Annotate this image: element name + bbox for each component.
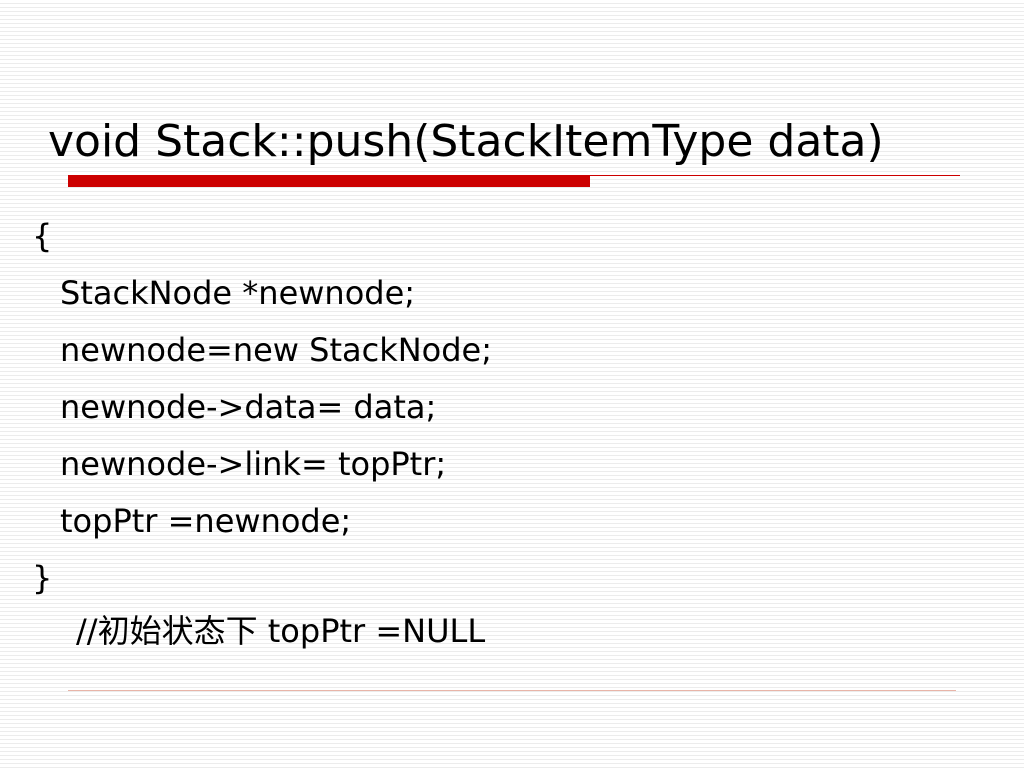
title-underline-thin: [590, 175, 960, 176]
code-line-assign-data: newnode->data= data;: [60, 388, 437, 426]
code-line-declare-newnode: StackNode *newnode;: [60, 274, 416, 312]
slide-title: void Stack::push(StackItemType data): [48, 116, 884, 167]
code-block: { StackNode *newnode; newnode=new StackN…: [30, 208, 930, 607]
comment-line: //初始状态下 topPtr =NULL: [76, 603, 485, 660]
title-underline-thick: [68, 175, 590, 187]
comment-code-text: topPtr =NULL: [257, 612, 486, 650]
code-line-open-brace: {: [32, 217, 53, 255]
comment-cjk-text: 初始状态下: [97, 612, 258, 650]
code-line-assign-link: newnode->link= topPtr;: [60, 445, 447, 483]
code-line-update-topptr: topPtr =newnode;: [60, 502, 352, 540]
footer-rule: [68, 690, 956, 691]
code-line-close-brace: }: [32, 559, 53, 597]
code-line-allocate-newnode: newnode=new StackNode;: [60, 331, 493, 369]
comment-prefix: //: [76, 612, 98, 650]
